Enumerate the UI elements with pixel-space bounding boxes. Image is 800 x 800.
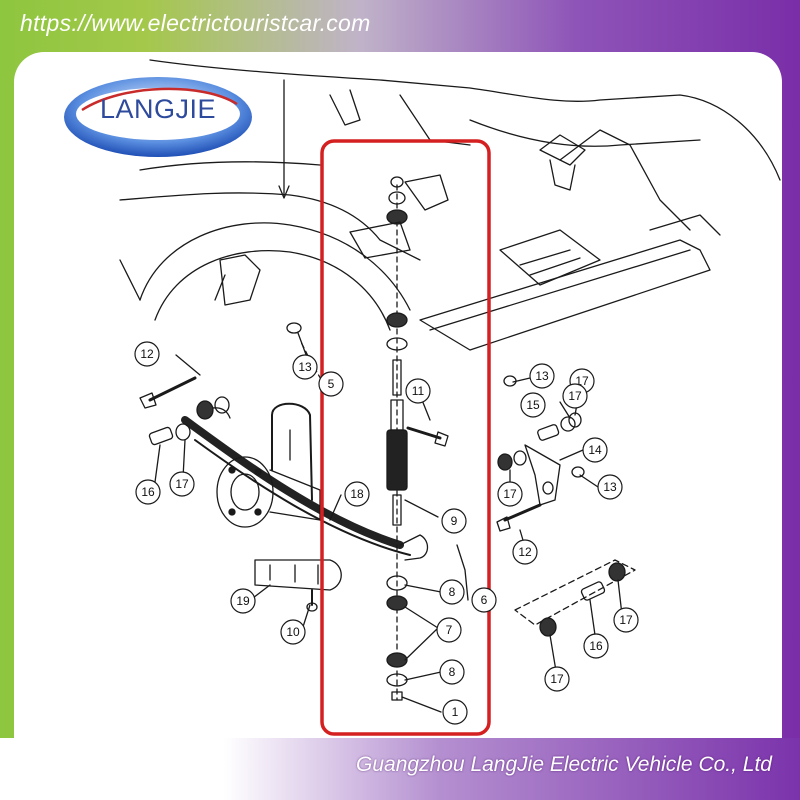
callout-8: 8 [439, 579, 465, 605]
callout-label: 11 [412, 384, 425, 398]
callout-circle [613, 607, 639, 633]
callout-5: 5 [318, 371, 344, 397]
callout-circle [562, 383, 588, 409]
callout-label: 7 [446, 623, 453, 637]
callout-label: 16 [589, 639, 603, 653]
highlight-box [320, 139, 491, 736]
callout-circle [597, 474, 623, 500]
callout-circle [544, 666, 570, 692]
callout-circle [497, 481, 523, 507]
callout-label: 10 [286, 625, 300, 639]
callout-circle [442, 699, 468, 725]
callout-label: 18 [350, 487, 364, 501]
callout-circle [441, 508, 467, 534]
company-name: Guangzhou LangJie Electric Vehicle Co., … [356, 753, 772, 776]
callout-9: 9 [441, 508, 467, 534]
callout-label: 15 [526, 398, 540, 412]
callout-17: 17 [544, 666, 570, 692]
callout-19: 19 [230, 588, 256, 614]
callout-circle [471, 587, 497, 613]
callout-label: 17 [550, 672, 564, 686]
callout-circle [230, 588, 256, 614]
logo-text: LANGJIE [99, 94, 217, 124]
callout-circle [134, 341, 160, 367]
callout-label: 16 [141, 485, 155, 499]
callout-17: 17 [562, 383, 588, 409]
callout-label: 19 [236, 594, 250, 608]
callout-12: 12 [134, 341, 160, 367]
callout-circle [520, 392, 546, 418]
callout-13: 13 [597, 474, 623, 500]
callout-label: 8 [449, 665, 456, 679]
callout-11: 11 [405, 378, 431, 404]
callout-label: 13 [535, 369, 549, 383]
callout-circle [439, 659, 465, 685]
callout-circle [582, 437, 608, 463]
callout-8: 8 [439, 659, 465, 685]
logo-swoosh-icon [64, 77, 252, 157]
callout-12: 12 [512, 539, 538, 565]
callout-label: 5 [328, 377, 335, 391]
callout-1: 1 [442, 699, 468, 725]
langjie-logo: LANGJIE [62, 74, 254, 160]
callout-10: 10 [280, 619, 306, 645]
callout-label: 1 [452, 705, 459, 719]
footer-banner: Guangzhou LangJie Electric Vehicle Co., … [0, 738, 800, 800]
callout-label: 14 [588, 443, 602, 457]
callout-18: 18 [344, 481, 370, 507]
callout-16: 16 [135, 479, 161, 505]
callout-circle [529, 363, 555, 389]
callout-circle [439, 579, 465, 605]
callout-circle [292, 354, 318, 380]
callout-label: 13 [298, 360, 312, 374]
callout-label: 17 [619, 613, 633, 627]
callout-label: 17 [503, 487, 517, 501]
callout-label: 6 [481, 593, 488, 607]
callout-circle [280, 619, 306, 645]
callout-circle [405, 378, 431, 404]
callout-label: 17 [175, 477, 189, 491]
callout-13: 13 [292, 354, 318, 380]
callout-circle [169, 471, 195, 497]
callout-17: 17 [169, 471, 195, 497]
callout-label: 8 [449, 585, 456, 599]
callout-circle [318, 371, 344, 397]
callout-label: 12 [140, 347, 154, 361]
callout-14: 14 [582, 437, 608, 463]
callout-6: 6 [471, 587, 497, 613]
callout-17: 17 [497, 481, 523, 507]
callout-label: 9 [451, 514, 458, 528]
website-url: https://www.electrictouristcar.com [20, 10, 371, 36]
callout-label: 17 [568, 389, 582, 403]
callout-label: 12 [518, 545, 532, 559]
callout-circle [436, 617, 462, 643]
callout-circle [344, 481, 370, 507]
callout-circle [135, 479, 161, 505]
callout-label: 13 [603, 480, 617, 494]
callout-13: 13 [529, 363, 555, 389]
callout-circle [512, 539, 538, 565]
callout-7: 7 [436, 617, 462, 643]
callout-15: 15 [520, 392, 546, 418]
callout-17: 17 [613, 607, 639, 633]
callout-circle [583, 633, 609, 659]
callout-16: 16 [583, 633, 609, 659]
